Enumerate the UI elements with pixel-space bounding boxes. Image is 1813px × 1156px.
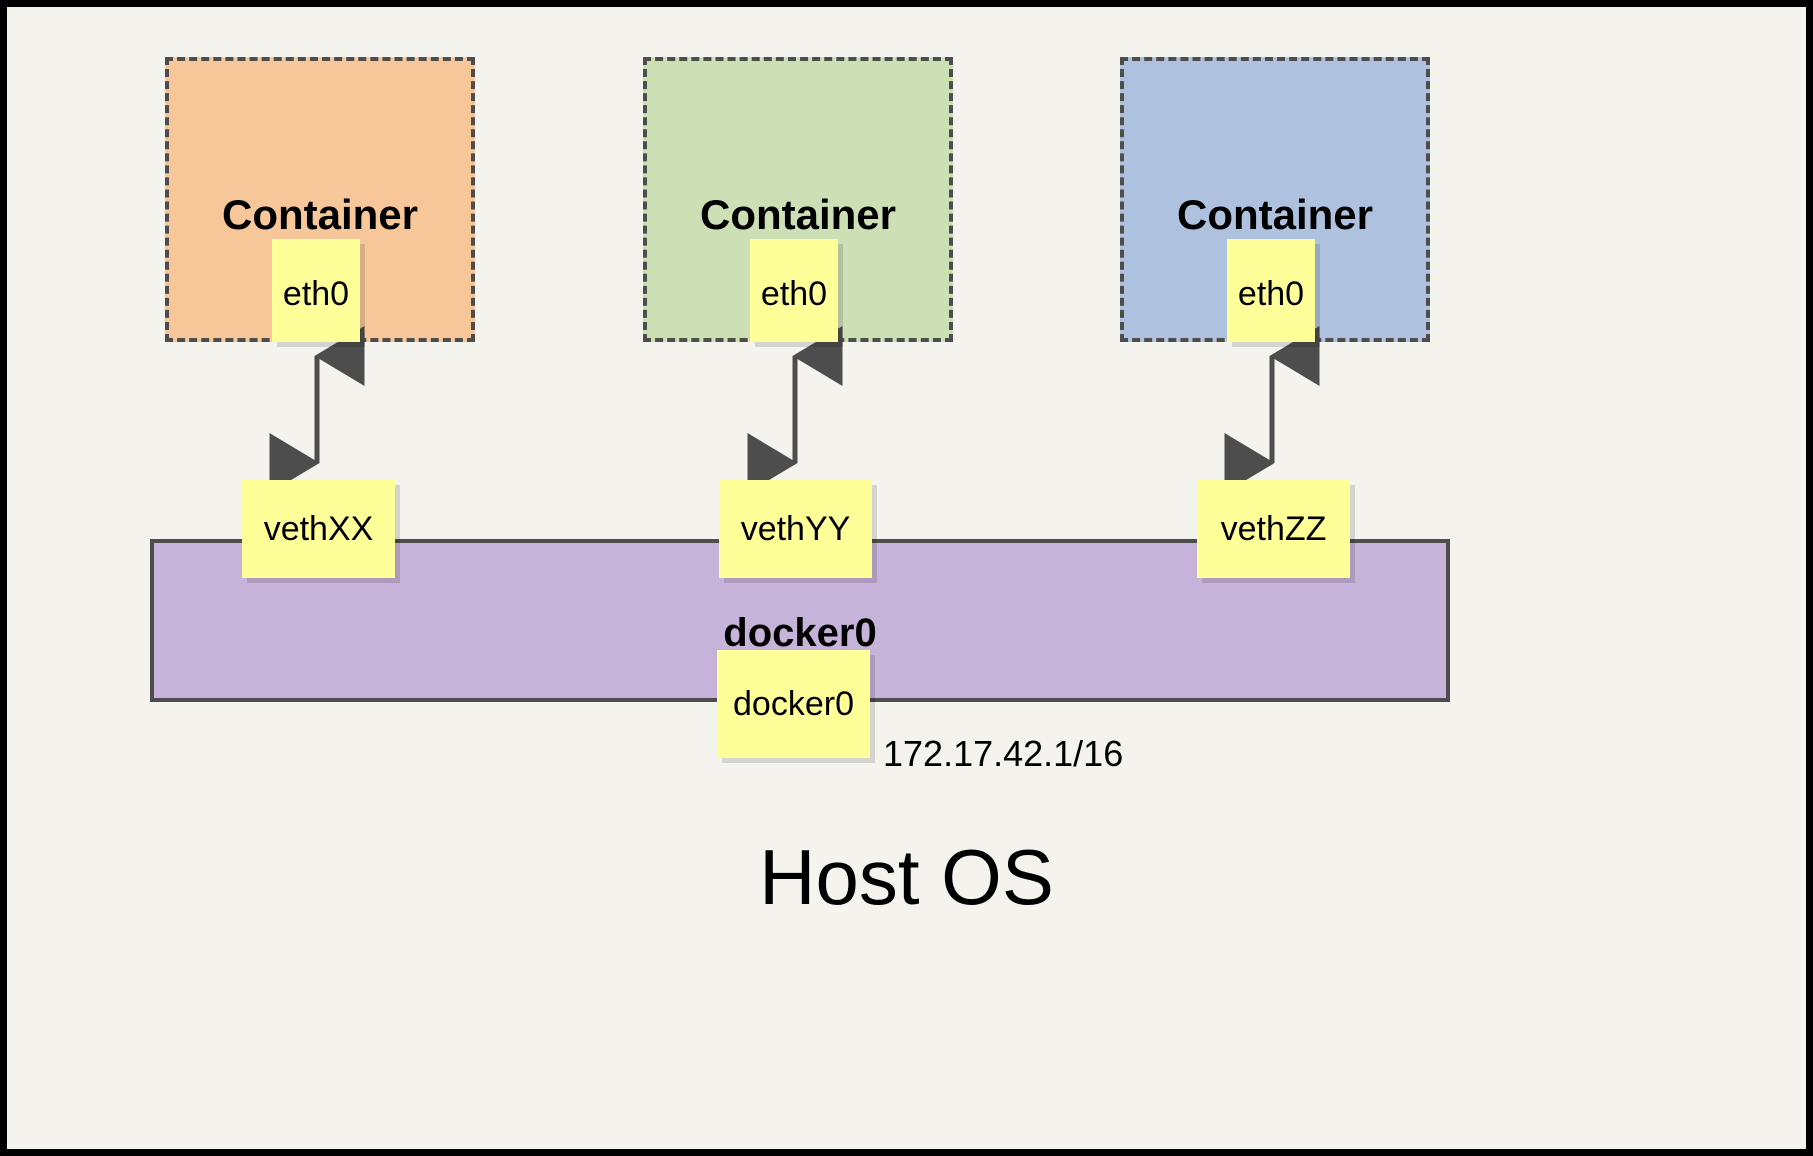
veth-label-3: vethZZ (1220, 509, 1327, 548)
docker0-ip-label: 172.17.42.1/16 (883, 733, 1124, 774)
eth0-label-1: eth0 (282, 275, 350, 313)
docker0-interface-box: docker0 (717, 650, 870, 758)
eth0-box-1: eth0 (272, 239, 360, 342)
veth-box-1: vethXX (242, 480, 395, 578)
link-arrow-1 (269, 326, 365, 493)
container-title-3: Container (1176, 191, 1373, 238)
container-title-2: Container (699, 191, 896, 238)
eth0-label-2: eth0 (760, 275, 828, 313)
eth0-label-3: eth0 (1237, 275, 1305, 313)
eth0-box-3: eth0 (1227, 239, 1315, 342)
eth0-box-2: eth0 (750, 239, 838, 342)
veth-label-1: vethXX (263, 509, 374, 548)
link-arrow-3 (1224, 326, 1320, 493)
docker0-interface-label: docker0 (733, 684, 854, 723)
host-os-label: Host OS (759, 833, 1054, 921)
veth-box-3: vethZZ (1197, 480, 1350, 578)
container-title-1: Container (221, 191, 418, 238)
veth-box-2: vethYY (719, 480, 872, 578)
docker0-bridge-label: docker0 (723, 611, 877, 655)
veth-label-2: vethYY (740, 509, 851, 548)
link-arrow-2 (747, 326, 843, 493)
